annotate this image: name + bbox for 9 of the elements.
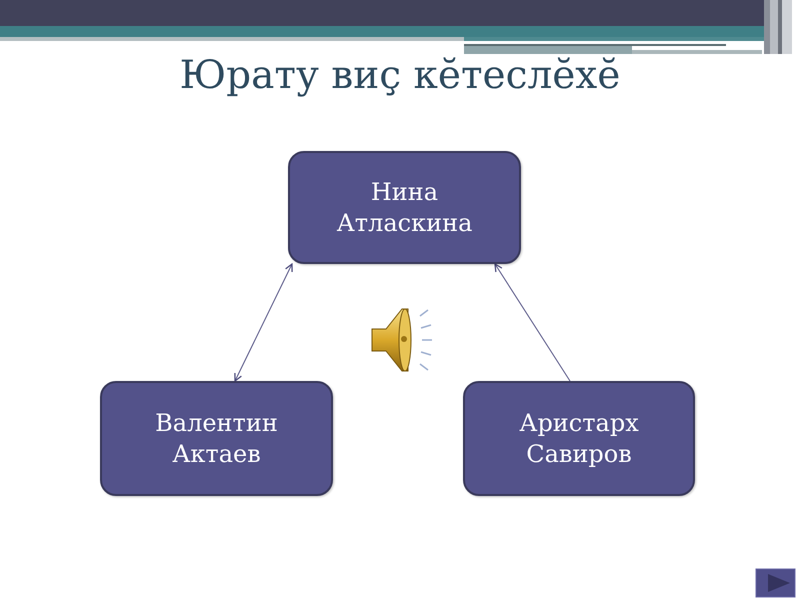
name-box xyxy=(100,381,333,496)
arrow xyxy=(494,263,570,382)
name-box xyxy=(463,381,695,496)
arrow xyxy=(234,263,293,382)
name-box xyxy=(288,151,521,264)
node-label: Аристарх Савиров xyxy=(518,408,640,470)
slide-title: Юрату виç кĕтеслĕхĕ xyxy=(178,52,622,100)
node-label: Валентин Актаев xyxy=(154,408,279,470)
node-label: Нина Атласкина xyxy=(336,176,474,238)
